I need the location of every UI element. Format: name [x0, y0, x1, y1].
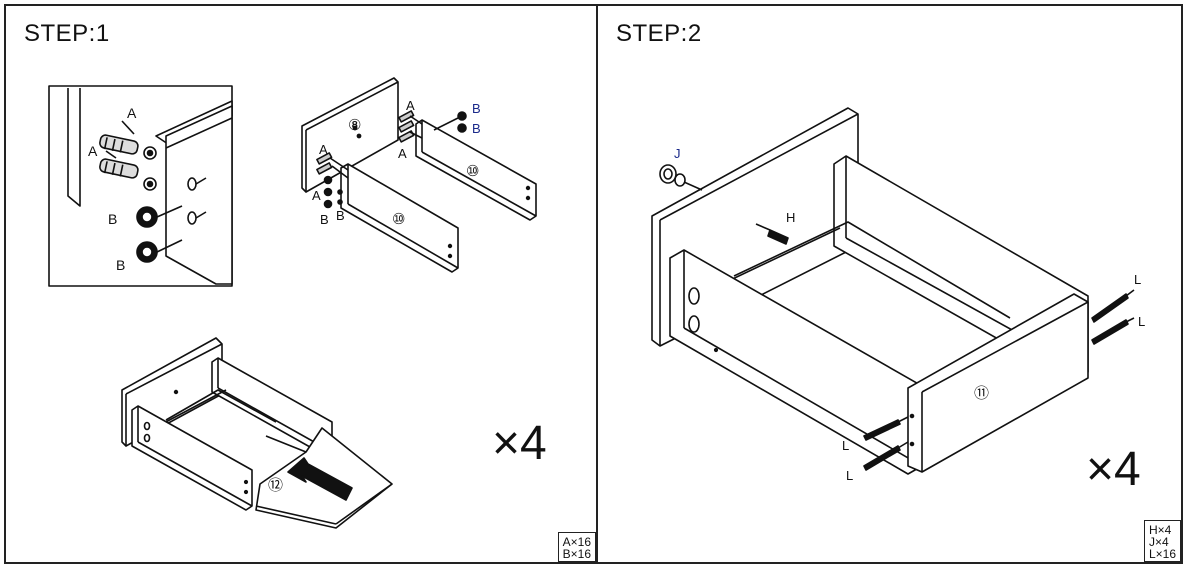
part-label-10-lower: ⑩	[392, 211, 405, 228]
callout-a-3: A	[406, 98, 415, 113]
part-label-10-upper: ⑩	[466, 163, 479, 180]
callout-b-2: B	[116, 257, 125, 273]
callout-b-5: B	[320, 212, 329, 227]
part-label-12: ⑫	[268, 477, 283, 494]
part-label-8: ⑧	[348, 117, 361, 134]
screw-l-bottom-1	[863, 416, 909, 441]
callout-a-2: A	[88, 143, 98, 159]
step1-multiplier: ×4	[492, 417, 547, 470]
callout-b-4: B	[472, 121, 481, 136]
cam-lock-b-bottom	[136, 239, 183, 263]
screw-l-right-1	[1091, 289, 1135, 323]
step2-parts-list: H×4 J×4 L×16	[1143, 520, 1181, 562]
step2-part-l: L×16	[1148, 547, 1176, 561]
step1-part-b: B×16	[562, 547, 591, 561]
callout-a-5: A	[398, 146, 407, 161]
callout-l-1: L	[1134, 272, 1141, 287]
callout-b-1: B	[108, 211, 117, 227]
step1-parts-list: A×16 B×16	[557, 532, 596, 562]
step2-part-h: H×4	[1148, 523, 1172, 537]
screw-l-right-2	[1091, 317, 1135, 345]
callout-l-3: L	[842, 438, 849, 453]
step1-drawer-assembly	[121, 337, 393, 529]
step1-exploded-parts	[301, 77, 537, 273]
knob-j	[659, 164, 703, 191]
callout-a-6: A	[312, 188, 321, 203]
dowel-a-bottom	[99, 158, 157, 191]
callout-a-4: A	[319, 142, 328, 157]
callout-b-3: B	[472, 101, 481, 116]
step2-title: STEP:2	[616, 20, 702, 47]
step1-title: STEP:1	[24, 20, 110, 47]
step1-diagram: A A B B	[48, 77, 537, 529]
step1-panel: STEP:1	[4, 4, 598, 564]
callout-l-4: L	[846, 468, 853, 483]
step2-panel: STEP:2	[596, 4, 1183, 564]
step2-diagram: J H L L L L ⑪	[651, 107, 1145, 483]
callout-j: J	[674, 146, 681, 161]
screw-h	[755, 223, 789, 245]
step2-part-j: J×4	[1148, 535, 1169, 549]
callout-a-1: A	[127, 105, 137, 121]
cam-lock-b-top	[136, 205, 183, 228]
step2-drawer	[651, 107, 1135, 475]
step1-part-a: A×16	[562, 535, 591, 549]
screw-l-bottom-2	[863, 441, 909, 471]
part-label-11: ⑪	[974, 385, 989, 402]
callout-b-6: B	[336, 208, 345, 223]
dowel-a-top	[99, 134, 157, 160]
step1-detail-inset	[48, 85, 233, 287]
callout-h: H	[786, 210, 795, 225]
step2-multiplier: ×4	[1086, 443, 1141, 496]
callout-l-2: L	[1138, 314, 1145, 329]
